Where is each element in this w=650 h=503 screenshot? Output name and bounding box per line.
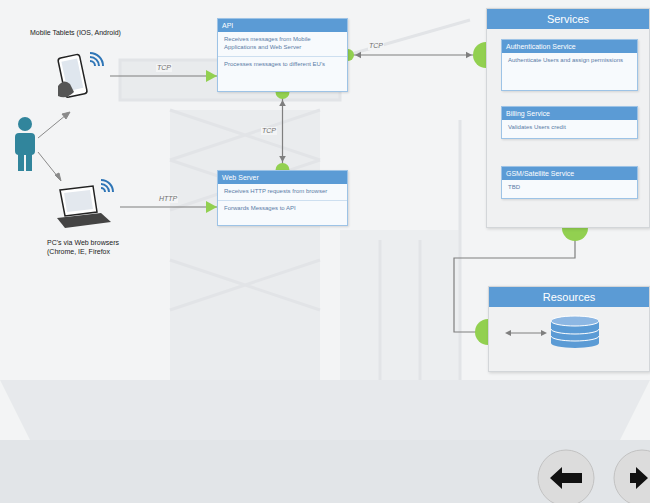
connector bbox=[110, 75, 217, 76]
edge-label: TCP bbox=[261, 127, 277, 135]
nav-buttons bbox=[538, 450, 650, 503]
arrow-head bbox=[279, 100, 286, 106]
box-description: Forwards Messages to API bbox=[218, 200, 347, 217]
user-arrows bbox=[38, 112, 70, 181]
arrow-head bbox=[206, 201, 217, 213]
panel-title: Services bbox=[487, 9, 649, 29]
box-title: Authentication Service bbox=[502, 40, 637, 53]
web-server-box: Web ServerReceives HTTP requests from br… bbox=[217, 170, 348, 226]
edge-label: HTTP bbox=[158, 195, 178, 203]
box-title: Web Server bbox=[218, 171, 347, 184]
box-description: Receives messages from Mobile Applicatio… bbox=[218, 32, 347, 56]
box-description: TBD bbox=[502, 180, 637, 196]
service-box: Authentication ServiceAuthenticate Users… bbox=[501, 39, 638, 91]
panel-title: Resources bbox=[489, 287, 649, 307]
box-description: Processes messages to different EU's bbox=[218, 56, 347, 73]
services-panel: ServicesAuthentication ServiceAuthentica… bbox=[486, 8, 650, 228]
resources-panel: Resources bbox=[488, 286, 650, 372]
box-title: GSM/Satellite Service bbox=[502, 167, 637, 180]
arrow-head bbox=[466, 52, 472, 59]
edge-label: TCP bbox=[368, 42, 384, 50]
connector bbox=[348, 54, 486, 55]
arrow-head bbox=[279, 156, 286, 162]
box-description: Receives HTTP requests from browser bbox=[218, 184, 347, 200]
edge-label: TCP bbox=[156, 64, 172, 72]
service-box: GSM/Satellite ServiceTBD bbox=[501, 166, 638, 199]
arrow-head bbox=[355, 52, 361, 59]
laptop-icon bbox=[45, 182, 120, 232]
tablet-device: Mobile Tablets (IOS, Android) bbox=[52, 48, 110, 104]
connector bbox=[120, 206, 217, 207]
pc-device: PC's via Web browsers (Chrome, IE, Firef… bbox=[45, 182, 120, 232]
device-caption: Mobile Tablets (IOS, Android) bbox=[30, 28, 121, 37]
box-description: Authenticate Users and assign permission… bbox=[502, 53, 637, 69]
api-box: APIReceives messages from Mobile Applica… bbox=[217, 18, 348, 92]
box-title: Billing Service bbox=[502, 107, 637, 120]
device-caption: PC's via Web browsers (Chrome, IE, Firef… bbox=[47, 238, 147, 256]
tablet-icon bbox=[52, 48, 110, 104]
arrow-head bbox=[206, 70, 217, 82]
box-title: API bbox=[218, 19, 347, 32]
service-box: Billing ServiceValidates Users credit bbox=[501, 106, 638, 139]
box-description: Validates Users credit bbox=[502, 120, 637, 136]
user-icon bbox=[15, 117, 35, 171]
